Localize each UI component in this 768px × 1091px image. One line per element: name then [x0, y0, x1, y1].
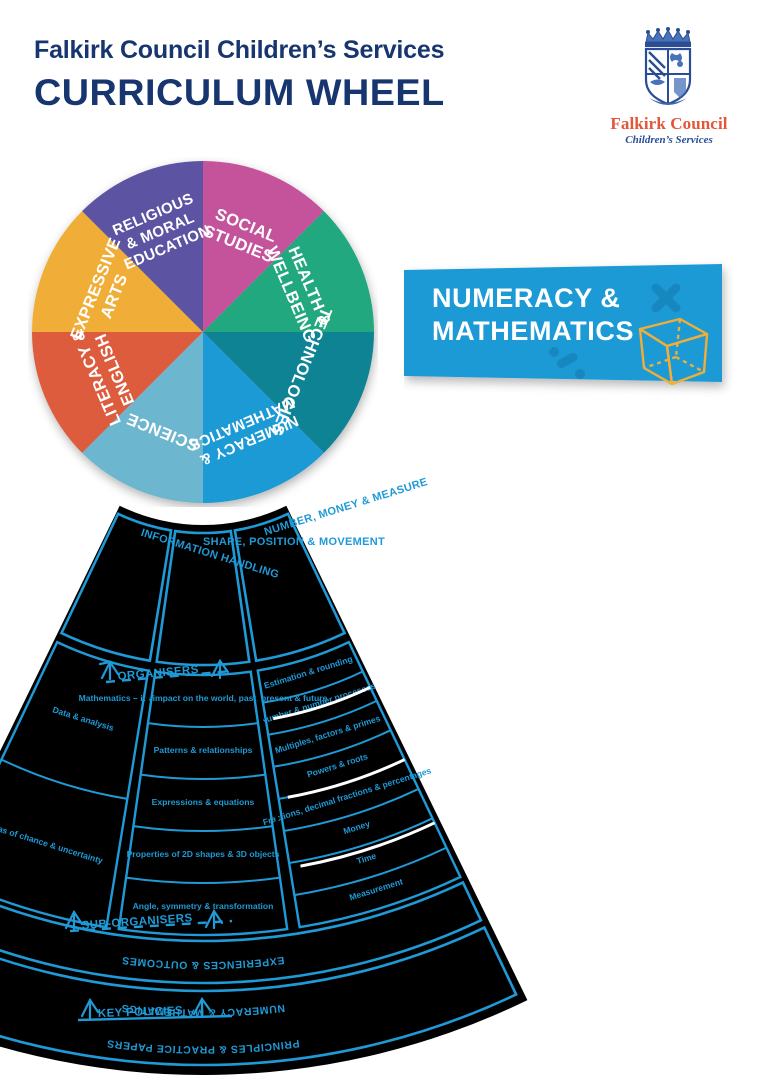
fan-sub-organiser-label: Properties of 2D shapes & 3D objects — [127, 849, 280, 859]
divide-icon — [549, 347, 585, 379]
fan-organiser-label: NUMBER, MONEY & MEASURE — [263, 476, 429, 538]
fan-organiser-label: SHAPE, POSITION & MOVEMENT — [203, 536, 385, 548]
crest-icon — [644, 27, 692, 106]
segment-numeracy-mathematics — [203, 332, 324, 503]
banner-title: NUMERACY & MATHEMATICS — [432, 283, 635, 346]
segment-expressive-arts — [32, 211, 203, 332]
logo-subtitle: Children’s Services — [625, 134, 713, 146]
curriculum-wheel: SOCIAL STUDIES HEALTH & WELLBEING TECHNO… — [28, 157, 378, 507]
segment-science — [82, 332, 203, 503]
segment-literacy-english — [32, 332, 203, 453]
segment-health-wellbeing — [203, 211, 374, 332]
cube-icon — [638, 317, 709, 386]
segment-religious-moral-education — [82, 161, 203, 332]
page-title: CURRICULUM WHEEL — [34, 72, 445, 113]
segment-technologies — [203, 332, 374, 453]
fan-sub-organiser-label: Angle, symmetry & transformation — [133, 901, 274, 911]
multiply-icon — [651, 283, 681, 313]
header-subtitle: Falkirk Council Children’s Services — [34, 36, 445, 64]
logo-name: Falkirk Council — [610, 114, 728, 133]
fan-sub-organiser-label: Mathematics – its impact on the world, p… — [79, 693, 328, 703]
fan-sub-organiser-label: Expressions & equations — [152, 797, 255, 807]
fan-sub-organiser-label: Patterns & relationships — [154, 745, 253, 755]
subject-banner: NUMERACY & MATHEMATICS — [404, 256, 734, 397]
segment-social-studies — [203, 161, 324, 332]
falkirk-council-logo: Falkirk Council Children’s Services — [600, 26, 738, 146]
fan-outer-ring-label: EXPERIENCES & OUTCOMES — [121, 954, 285, 971]
